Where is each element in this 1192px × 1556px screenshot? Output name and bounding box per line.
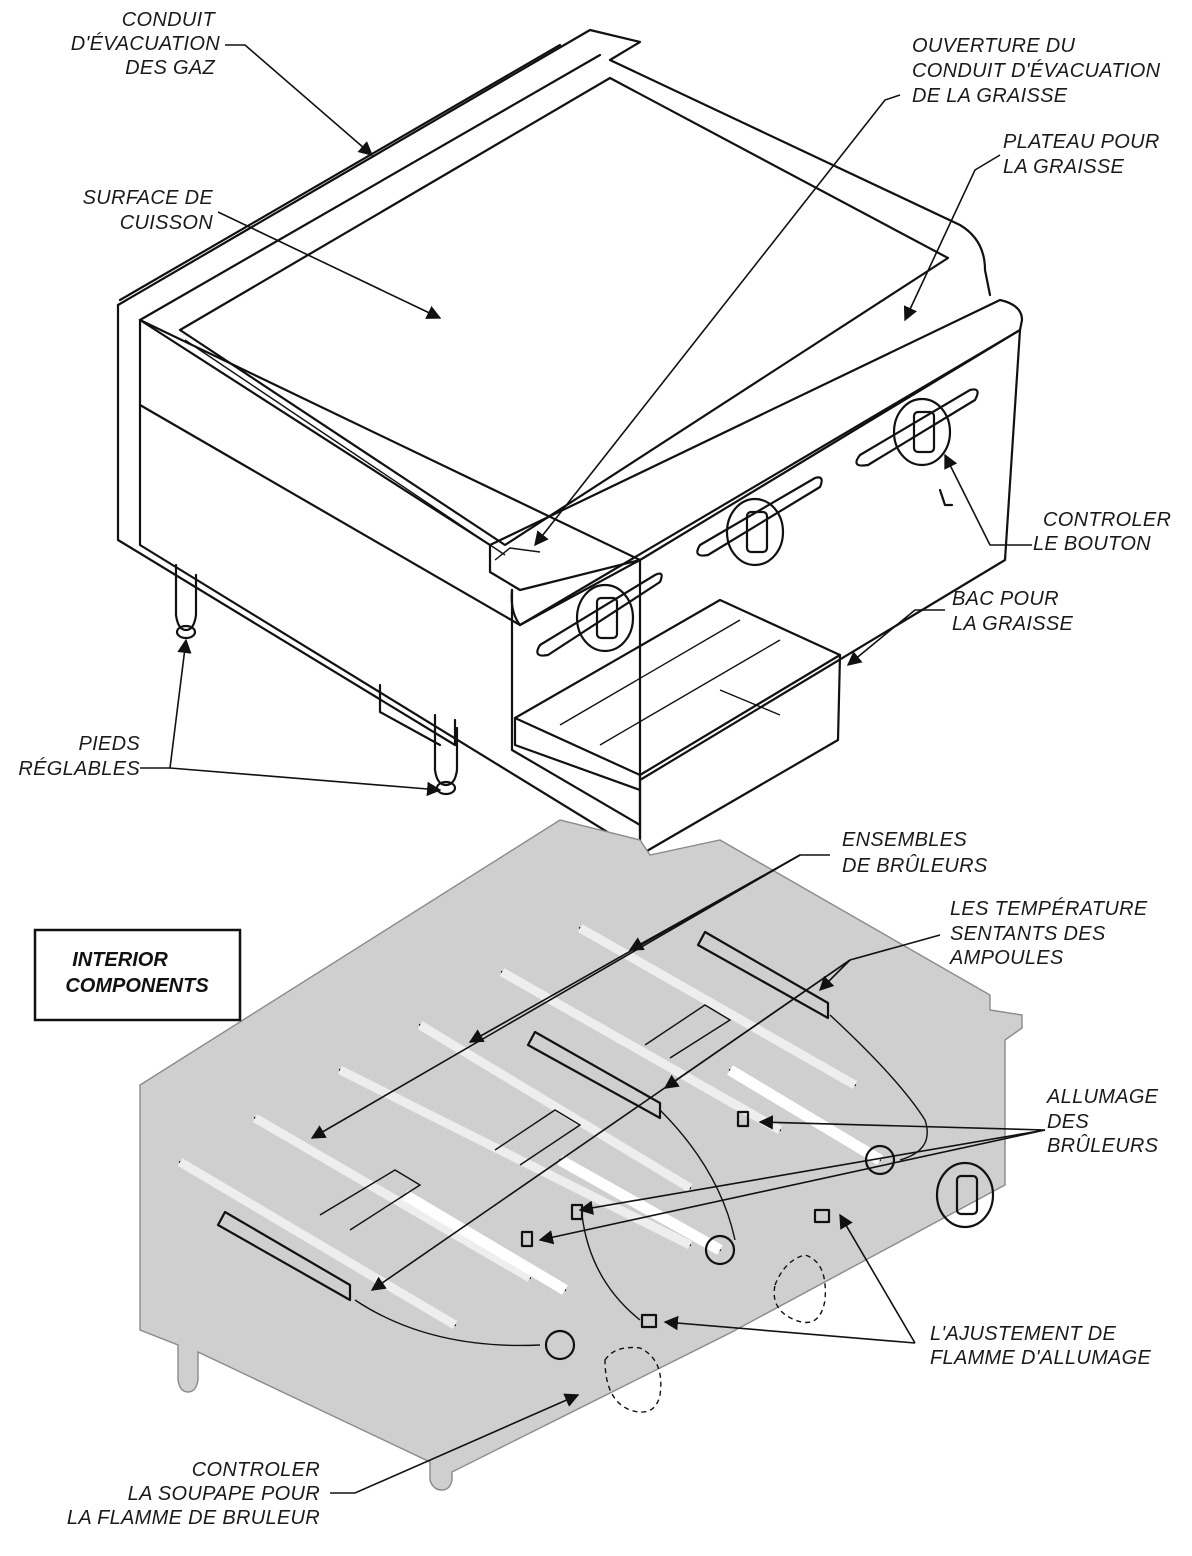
svg-text:DES GAZ: DES GAZ [125,57,215,79]
label-surface: SURFACE DE CUISSON [83,187,214,234]
svg-text:CONTROLER: CONTROLER [192,1459,320,1481]
knob-2 [725,497,785,567]
svg-text:LA FLAMME DE BRULEUR: LA FLAMME DE BRULEUR [67,1507,320,1529]
svg-text:CONTROLER: CONTROLER [1043,509,1171,531]
svg-text:SENTANTS DES: SENTANTS DES [950,923,1106,945]
svg-text:PIEDS: PIEDS [78,733,140,755]
label-pieds: PIEDS RÉGLABLES [18,733,140,780]
svg-text:SURFACE DE: SURFACE DE [83,187,214,209]
label-allumage: ALLUMAGE DES BRÛLEURS [1046,1086,1159,1157]
svg-text:LA SOUPAPE POUR: LA SOUPAPE POUR [128,1483,320,1505]
label-ensembles: ENSEMBLES DE BRÛLEURS [842,829,988,877]
label-plateau: PLATEAU POUR LA GRAISSE [1003,131,1160,178]
svg-text:ALLUMAGE: ALLUMAGE [1046,1086,1159,1108]
svg-text:DE LA GRAISSE: DE LA GRAISSE [912,85,1068,107]
label-controler-bouton: CONTROLER LE BOUTON [1033,509,1171,555]
svg-text:RÉGLABLES: RÉGLABLES [18,757,140,780]
label-conduit-gaz: CONDUIT D'ÉVACUATION DES GAZ [71,9,221,79]
grease-drawer [513,598,842,857]
svg-text:LA GRAISSE: LA GRAISSE [952,613,1074,635]
interior-line-1: INTERIOR [72,949,168,971]
label-ajustement: L'AJUSTEMENT DE FLAMME D'ALLUMAGE [930,1323,1152,1369]
burner-tubes [177,924,883,1329]
leg-right [433,713,459,796]
sensor-bulbs [216,930,830,1302]
burner-4 [417,1021,693,1192]
svg-text:LES TEMPÉRATURE: LES TEMPÉRATURE [950,897,1148,920]
label-soupape: CONTROLER LA SOUPAPE POUR LA FLAMME DE B… [67,1459,320,1529]
svg-text:DES: DES [1047,1111,1089,1133]
interior-knob [935,1161,995,1229]
svg-text:FLAMME D'ALLUMAGE: FLAMME D'ALLUMAGE [930,1347,1152,1369]
leader-lines [140,44,1046,1494]
svg-text:BAC POUR: BAC POUR [952,588,1059,610]
burner-3 [337,1065,693,1250]
svg-text:PLATEAU POUR: PLATEAU POUR [1003,131,1160,153]
griddle-unit [116,28,1024,857]
interior-components-box: INTERIOR COMPONENTS [33,928,242,1022]
label-ouverture: OUVERTURE DU CONDUIT D'ÉVACUATION DE LA … [912,35,1161,107]
svg-text:OUVERTURE DU: OUVERTURE DU [912,35,1076,57]
svg-text:CONDUIT D'ÉVACUATION: CONDUIT D'ÉVACUATION [912,59,1161,82]
knob-1 [575,583,635,653]
burner-1 [177,1158,458,1329]
label-temperature: LES TEMPÉRATURE SENTANTS DES AMPOULES [949,897,1148,969]
svg-text:CONDUIT: CONDUIT [122,9,217,31]
svg-text:CUISSON: CUISSON [120,212,213,234]
svg-text:BRÛLEURS: BRÛLEURS [1047,1134,1159,1157]
burner-2 [252,1114,533,1282]
svg-text:D'ÉVACUATION: D'ÉVACUATION [71,32,221,55]
knob-3 [892,397,952,467]
svg-text:LA GRAISSE: LA GRAISSE [1003,156,1125,178]
label-bac: BAC POUR LA GRAISSE [952,588,1074,635]
leg-left [174,563,198,640]
svg-text:ENSEMBLES: ENSEMBLES [842,829,967,851]
svg-text:AMPOULES: AMPOULES [949,947,1064,969]
interior-view [139,819,1023,1491]
interior-line-2: COMPONENTS [65,975,209,997]
svg-text:L'AJUSTEMENT DE: L'AJUSTEMENT DE [930,1323,1116,1345]
svg-text:LE BOUTON: LE BOUTON [1033,533,1151,555]
svg-text:DE BRÛLEURS: DE BRÛLEURS [842,854,988,877]
